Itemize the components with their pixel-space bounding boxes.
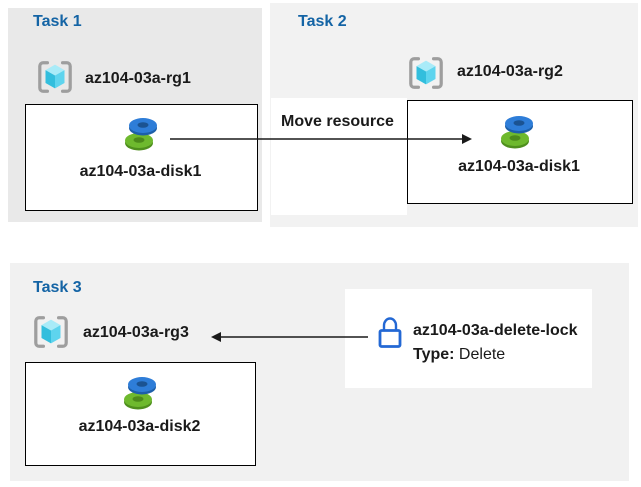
resource-group-icon: [409, 57, 443, 89]
task2-title: Task 2: [298, 13, 347, 30]
task3-disk-label: az104-03a-disk2: [78, 418, 201, 435]
task1-resource-group-label: az104-03a-rg1: [85, 70, 191, 87]
disk-icon: [124, 377, 156, 410]
task3-title: Task 3: [33, 279, 82, 296]
task2-white-patch: [271, 98, 407, 215]
lock-name: az104-03a-delete-lock: [413, 322, 578, 339]
lock-icon: [378, 317, 402, 348]
disk-icon: [501, 116, 533, 149]
resource-group-icon: [34, 316, 68, 348]
move-resource-label: Move resource: [281, 113, 394, 130]
lock-type-label: Type:: [413, 346, 455, 363]
task2-resource-group-label: az104-03a-rg2: [457, 63, 563, 80]
resource-group-icon: [38, 61, 72, 93]
lock-type-row: Type: Delete: [413, 343, 578, 367]
lock-label: az104-03a-delete-lock Type: Delete: [413, 319, 578, 367]
task2-disk-label: az104-03a-disk1: [458, 158, 580, 175]
task3-resource-group-label: az104-03a-rg3: [83, 324, 189, 341]
disk-icon: [125, 118, 157, 151]
task1-disk-label: az104-03a-disk1: [79, 163, 202, 180]
task1-title: Task 1: [33, 13, 82, 30]
lock-type-value: Delete: [454, 346, 506, 363]
